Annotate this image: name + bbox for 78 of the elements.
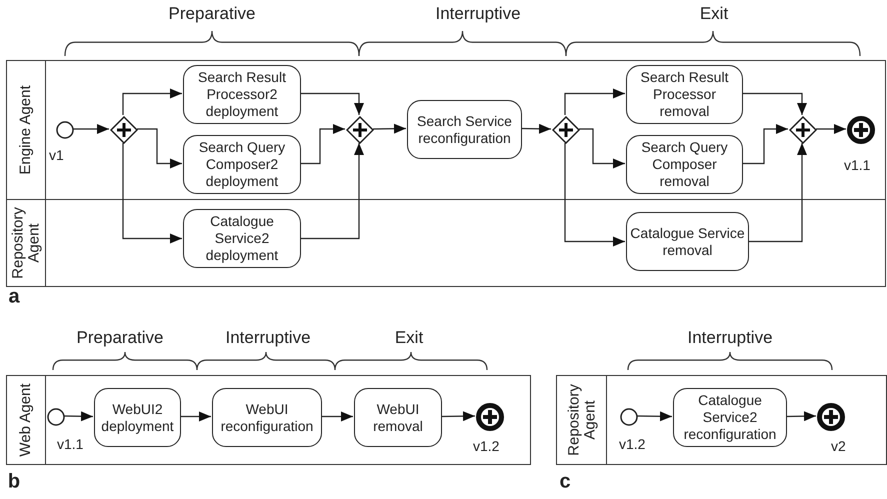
- sequence-flow-arrow: [441, 411, 475, 422]
- task-box: [183, 135, 301, 194]
- phase-label: Preparative: [76, 328, 164, 348]
- sequence-flow-arrow: [321, 412, 353, 422]
- task-box: [212, 388, 322, 447]
- sequence-flow-arrow: [180, 412, 211, 422]
- task-label: WebUI removal: [372, 400, 424, 434]
- phase-label: Exit: [394, 328, 424, 348]
- task-box: [407, 100, 522, 159]
- sequence-flow-arrow: [300, 143, 364, 240]
- panel-letter: b: [8, 470, 20, 494]
- lane-label: Repository Agent: [10, 206, 42, 281]
- end-event-circle: [476, 403, 504, 431]
- start-event-circle: [47, 408, 65, 426]
- task-box: [94, 388, 181, 447]
- end-event-circle: [817, 403, 845, 431]
- task-label: Catalogue Service removal: [629, 224, 746, 258]
- phase-label: Exit: [700, 4, 728, 24]
- swimlane: [6, 200, 886, 287]
- version-label: v1.1: [57, 436, 84, 452]
- sequence-flow-arrow: [637, 411, 672, 422]
- sequence-flow-arrow: [122, 88, 182, 115]
- task-label: Search Service reconfiguration: [416, 112, 513, 146]
- sequence-flow-arrow: [564, 143, 625, 246]
- lane-label: Engine Agent: [18, 84, 34, 177]
- parallel-gateway-diamond: [789, 116, 817, 144]
- lane-label: Repository Agent: [566, 383, 598, 458]
- task-box: [626, 65, 743, 124]
- sequence-flow-arrow: [122, 143, 182, 244]
- version-label: v1.2: [473, 438, 500, 454]
- task-box: [183, 209, 301, 268]
- sequence-flow-arrow: [520, 124, 552, 134]
- lane-label: Web Agent: [18, 382, 34, 459]
- task-label: WebUI2 deployment: [100, 400, 175, 434]
- task-box: [626, 135, 743, 194]
- parallel-gateway-diamond: [110, 116, 138, 144]
- sequence-flow-arrow: [300, 124, 345, 164]
- panel-letter: c: [559, 470, 571, 494]
- version-label: v1: [49, 147, 64, 163]
- phase-label: Interruptive: [687, 328, 773, 348]
- sequence-flow-arrow: [786, 411, 816, 422]
- task-label: Catalogue Service2 deployment: [204, 213, 280, 264]
- sequence-flow-arrow: [748, 143, 807, 242]
- swimlane: [556, 375, 887, 465]
- sequence-flow-arrow: [579, 128, 625, 168]
- task-box: [183, 65, 301, 124]
- task-label: Catalogue Service2 reconfiguration: [682, 392, 778, 443]
- version-label: v2: [831, 438, 846, 454]
- sequence-flow-arrow: [742, 124, 788, 164]
- sequence-flow-arrow: [564, 88, 625, 115]
- version-label: v1.1: [844, 157, 870, 173]
- task-box: [354, 388, 442, 447]
- sequence-flow-arrow: [137, 128, 182, 168]
- task-label: Search Query Composer removal: [640, 139, 729, 190]
- parallel-gateway-diamond: [346, 116, 374, 144]
- sequence-flow-arrow: [816, 124, 846, 134]
- panel-letter: a: [8, 286, 20, 308]
- phase-label: Preparative: [168, 4, 256, 24]
- task-label: Search Result Processor2 deployment: [197, 69, 287, 120]
- task-label: Search Result Processor removal: [640, 69, 730, 120]
- task-label: WebUI reconfiguration: [220, 400, 314, 434]
- sequence-flow-arrow: [300, 92, 364, 115]
- parallel-gateway-diamond: [552, 116, 580, 144]
- phase-label: Interruptive: [435, 4, 521, 24]
- end-event-circle: [847, 116, 875, 144]
- sequence-flow-arrow: [373, 124, 406, 134]
- task-box: [626, 212, 749, 271]
- phase-label: Interruptive: [225, 328, 311, 348]
- swimlane: [6, 60, 886, 200]
- sequence-flow-arrow: [64, 411, 94, 422]
- task-label: Search Query Composer2 deployment: [198, 139, 286, 190]
- version-label: v1.2: [619, 436, 646, 452]
- start-event-circle: [620, 408, 638, 426]
- swimlane: [6, 375, 531, 465]
- start-event-circle: [56, 121, 74, 139]
- sequence-flow-arrow: [73, 124, 109, 134]
- sequence-flow-arrow: [742, 92, 807, 115]
- task-box: [673, 388, 787, 447]
